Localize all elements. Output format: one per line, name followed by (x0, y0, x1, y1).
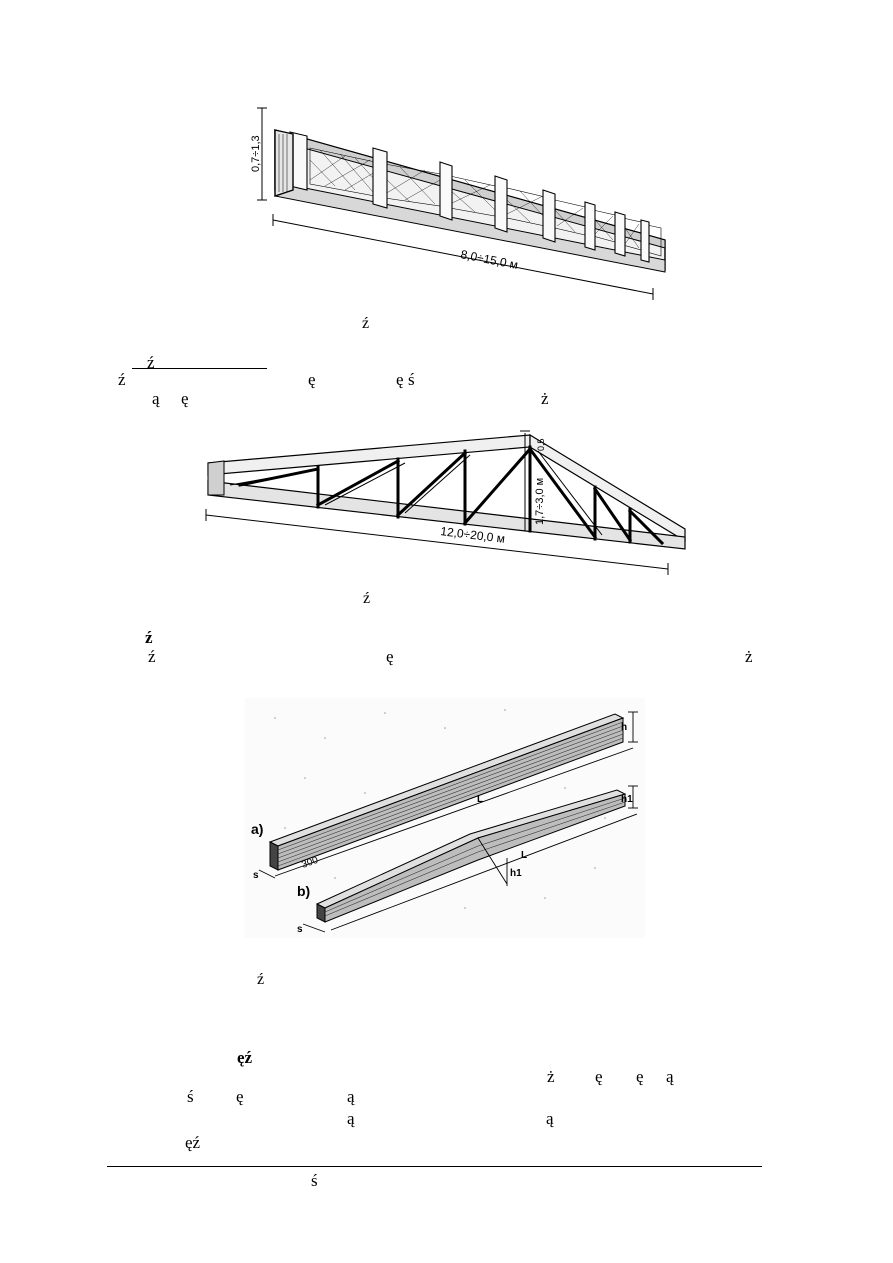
section3-line1-glyph-4: ą (666, 1067, 674, 1086)
section2-line1-glyph-1: ź (148, 647, 156, 666)
section3-line4-glyph-1: ęź (185, 1133, 201, 1152)
section3-line2-glyph-2: ę (236, 1087, 244, 1106)
label-b: b) (297, 883, 310, 899)
section2-heading: ź (145, 628, 153, 647)
figure1-caption: ź (362, 315, 370, 332)
figure-truss: 0,5 1,7÷3,0 м 12,0÷20,0 м (205, 430, 686, 575)
footer-glyph: ś (311, 1171, 318, 1190)
dimension-h-label: h (621, 722, 627, 733)
section1-heading-underline (132, 368, 267, 369)
section1-line2-glyph-1: ą (152, 389, 160, 408)
section1-heading: ź (147, 353, 155, 372)
section1-line1-glyph-4: ś (408, 370, 415, 389)
label-a: a) (251, 821, 263, 837)
truss-top-dimension-label: 0,5 (536, 438, 546, 451)
length-dimension-label: 8,0÷15,0 м (459, 247, 519, 272)
dimension-h1-label: h1 (621, 794, 633, 805)
figure-box-girder: 0,7÷1,3 (250, 107, 666, 300)
section3-line1-glyph-3: ę (636, 1067, 644, 1086)
dimension-L-b-label: L (521, 850, 527, 861)
section3-line2-glyph-3: ą (347, 1087, 355, 1106)
section1-line1-glyph-1: ź (118, 370, 126, 389)
section2-line1-glyph-3: ż (745, 647, 753, 666)
section3-line2-glyph-1: ś (187, 1087, 194, 1106)
height-dimension-label: 0,7÷1,3 (250, 135, 262, 172)
dimension-L-a-label: L (477, 794, 483, 805)
section3-line3-glyph-1: ą (347, 1109, 355, 1128)
section3-line3-glyph-2: ą (546, 1109, 554, 1128)
figure2-caption: ź (363, 590, 371, 607)
dimension-s-b-label: s (297, 924, 303, 935)
section2-line1-glyph-2: ę (386, 647, 394, 666)
section3-line1-glyph-2: ę (595, 1067, 603, 1086)
dimension-h1-mid-label: h1 (510, 868, 522, 879)
dimension-s-a-label: s (253, 870, 259, 881)
section1-line1-glyph-2: ę (308, 370, 316, 389)
section3-line1-glyph-1: ż (547, 1067, 555, 1086)
section3-heading: ęź (237, 1048, 253, 1067)
footer-rule (107, 1166, 762, 1167)
figure-glulam-beams: h L h1 L h1 300 s s a) b) (245, 698, 645, 938)
figure3-caption: ź (257, 971, 265, 988)
section1-line2-glyph-2: ę (181, 389, 189, 408)
truss-height-dimension-label: 1,7÷3,0 м (534, 478, 546, 525)
section1-line2-glyph-3: ż (541, 389, 549, 408)
section1-line1-glyph-3: ę (396, 370, 404, 389)
